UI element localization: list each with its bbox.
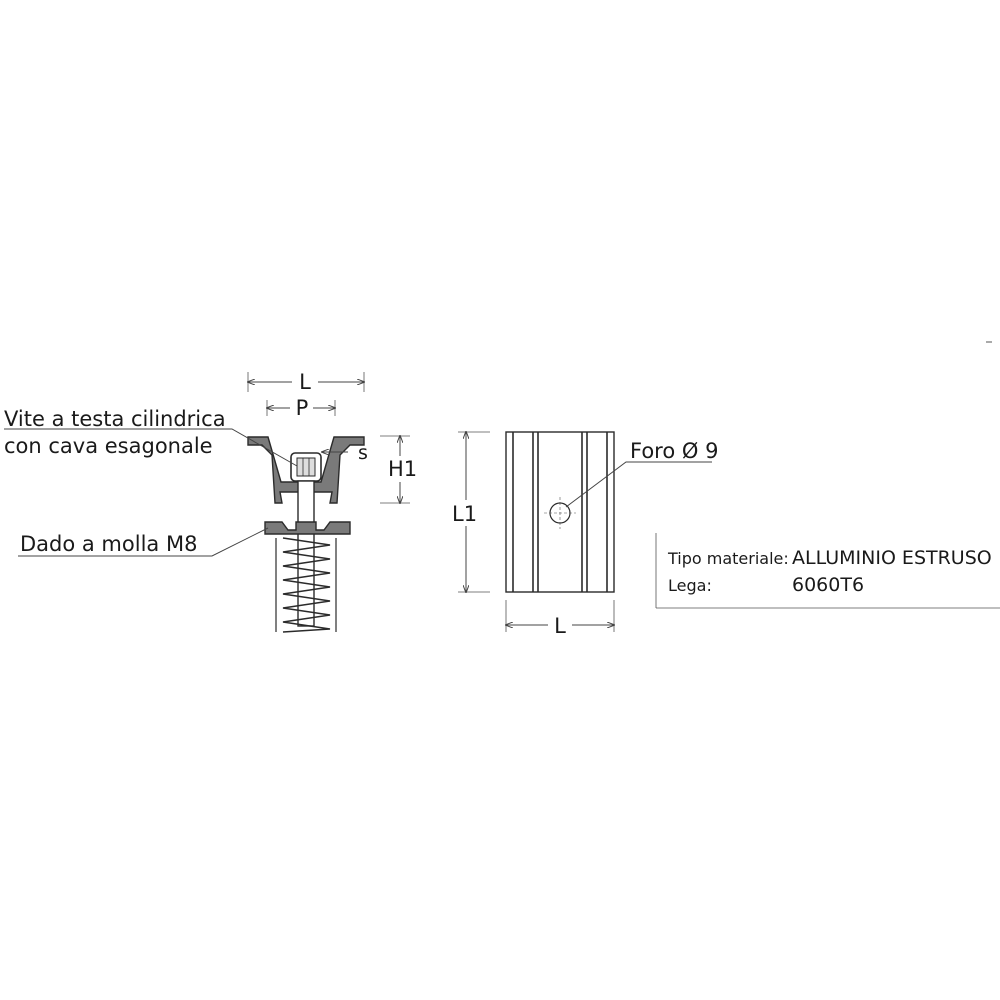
- dimension-P-label: P: [296, 396, 309, 420]
- dimension-s-label: s: [358, 442, 368, 464]
- clamp-profile: [247, 436, 365, 504]
- alloy-value: 6060T6: [792, 574, 864, 596]
- dimension-H1: H1: [380, 436, 417, 503]
- alloy-label: Lega:: [668, 576, 712, 595]
- leader-screw: Vite a testa cilindrica con cava esagona…: [4, 407, 298, 467]
- leader-hole: Foro Ø 9: [565, 439, 718, 508]
- hole: [544, 497, 576, 529]
- screw-label-line2: con cava esagonale: [4, 434, 213, 458]
- dimension-L1-label: L1: [452, 502, 477, 526]
- hole-label: Foro Ø 9: [630, 439, 718, 463]
- dimension-L-bottom: L: [506, 600, 614, 638]
- dimension-H1-label: H1: [388, 457, 417, 481]
- material-value: ALLUMINIO ESTRUSO: [792, 547, 992, 569]
- side-view: L P s: [4, 370, 417, 633]
- material-label: Tipo materiale:: [667, 549, 789, 568]
- dimension-L-top-label: L: [299, 370, 311, 394]
- dimension-P: P: [267, 396, 335, 420]
- spring-nut: [264, 521, 351, 535]
- screw-label-line1: Vite a testa cilindrica: [4, 407, 226, 431]
- spec-box: Tipo materiale: ALLUMINIO ESTRUSO Lega: …: [655, 533, 1000, 609]
- top-view: Foro Ø 9 L1 L: [452, 432, 718, 638]
- leader-nut: Dado a molla M8: [18, 527, 269, 557]
- spring: [282, 537, 331, 633]
- dimension-L-top: L: [248, 370, 364, 394]
- dimension-L1: L1: [452, 432, 490, 592]
- dimension-s: s: [322, 442, 368, 464]
- screw-head: [290, 452, 322, 482]
- nut-label: Dado a molla M8: [20, 532, 197, 556]
- dimension-L-bottom-label: L: [554, 614, 566, 638]
